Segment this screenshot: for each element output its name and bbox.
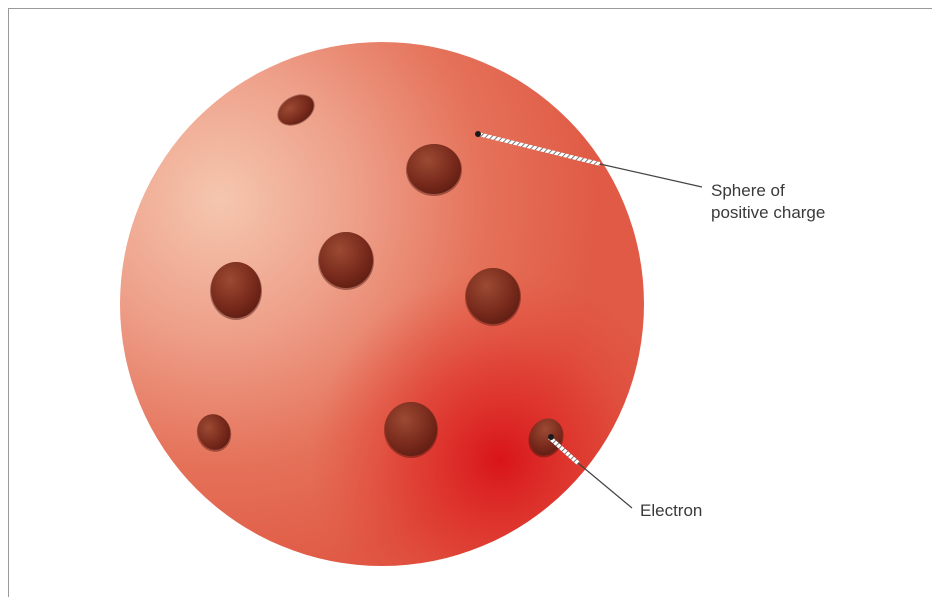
sphere-label-line1: Sphere of xyxy=(711,180,825,202)
sphere-label: Sphere of positive charge xyxy=(711,180,825,224)
electron xyxy=(384,402,438,458)
electron xyxy=(465,268,521,326)
electron xyxy=(318,232,374,290)
electron xyxy=(210,262,262,320)
sphere-label-line2: positive charge xyxy=(711,202,825,224)
positive-charge-sphere xyxy=(120,42,644,566)
electron-label: Electron xyxy=(640,500,702,522)
electron xyxy=(406,144,462,196)
